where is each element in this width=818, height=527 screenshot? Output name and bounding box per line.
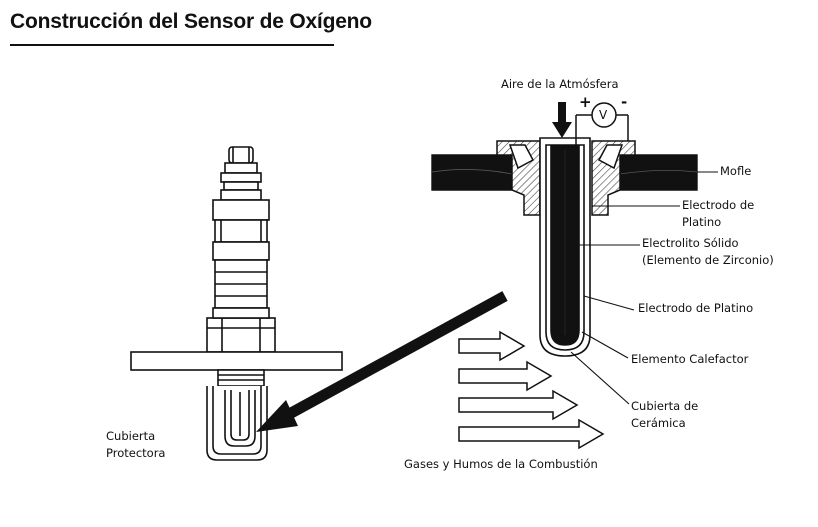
- label-line: Cubierta de: [631, 399, 699, 413]
- oxygen-sensor-body: [130, 146, 343, 461]
- label-line: Electrodo de: [682, 198, 755, 212]
- label-elemento-calefactor: Elemento Calefactor: [631, 352, 749, 366]
- label-aire-atmosfera: Aire de la Atmósfera: [501, 77, 619, 91]
- label-cubierta-protectora: Cubierta Protectora: [106, 428, 165, 462]
- label-mofle: Mofle: [720, 164, 752, 178]
- leader-lines: [570, 171, 718, 405]
- label-gases-humos: Gases y Humos de la Combustión: [404, 457, 598, 471]
- page-title: Construcción del Sensor de Oxígeno: [10, 10, 372, 33]
- sensor-mount: [496, 140, 636, 216]
- label-electrodo-platino-2: Electrodo de Platino: [638, 301, 754, 315]
- label-line: Electrolito Sólido: [642, 236, 739, 250]
- gas-flow-arrows: [458, 330, 605, 450]
- label-line: Cubierta: [106, 429, 156, 443]
- label-electrolito: Electrolito Sólido (Elemento de Zirconio…: [642, 235, 774, 269]
- voltmeter-icon: [591, 102, 617, 128]
- label-line: (Elemento de Zirconio): [642, 253, 774, 267]
- sensor-thimble: [539, 137, 591, 357]
- label-line: Cerámica: [631, 416, 686, 430]
- label-line: Platino: [682, 215, 722, 229]
- label-line: Protectora: [106, 446, 166, 460]
- air-arrow: [552, 102, 572, 138]
- voltmeter-circuit: [575, 102, 629, 150]
- label-cubierta-ceramica: Cubierta de Cerámica: [631, 398, 698, 432]
- label-electrodo-platino-1: Electrodo de Platino: [682, 197, 754, 231]
- voltmeter-label: V: [599, 108, 608, 122]
- label-plus: +: [579, 93, 592, 111]
- title-underline: [10, 44, 334, 46]
- zoom-arrow: [256, 291, 508, 432]
- label-minus: -: [621, 93, 628, 111]
